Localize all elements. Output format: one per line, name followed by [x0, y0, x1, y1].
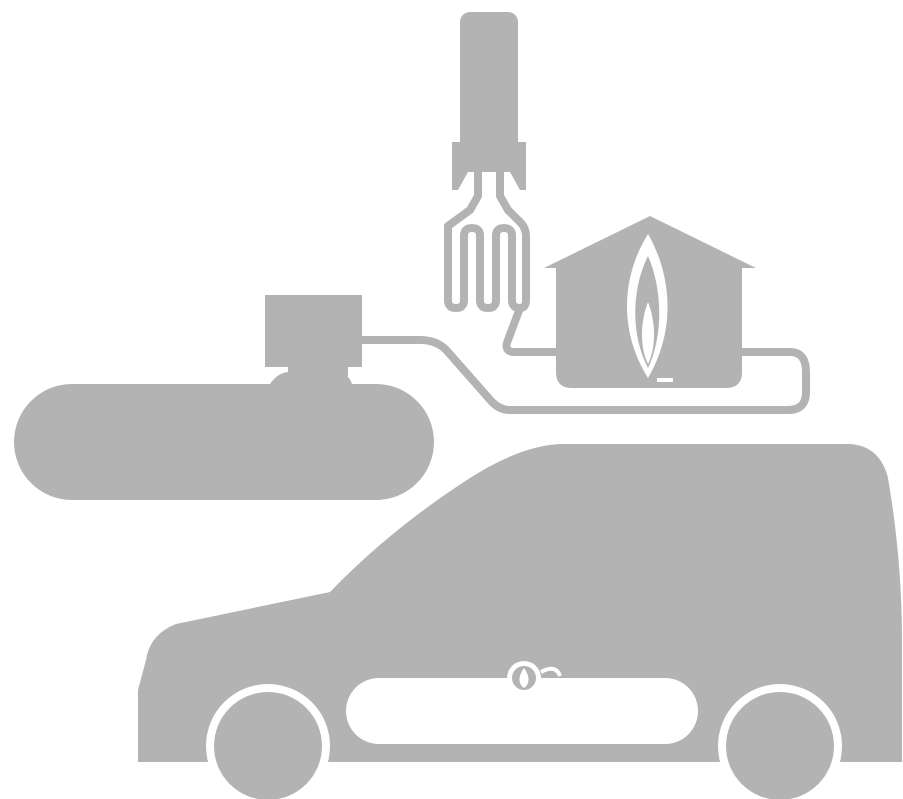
gas-line-icon	[507, 308, 556, 352]
wheel-icon	[214, 692, 322, 799]
coiled-pipe-icon	[448, 210, 526, 308]
wheel-icon	[726, 692, 834, 799]
propane-tank-icon	[14, 372, 434, 500]
regulator-box-icon	[265, 295, 362, 376]
water-heater-icon	[452, 12, 526, 210]
